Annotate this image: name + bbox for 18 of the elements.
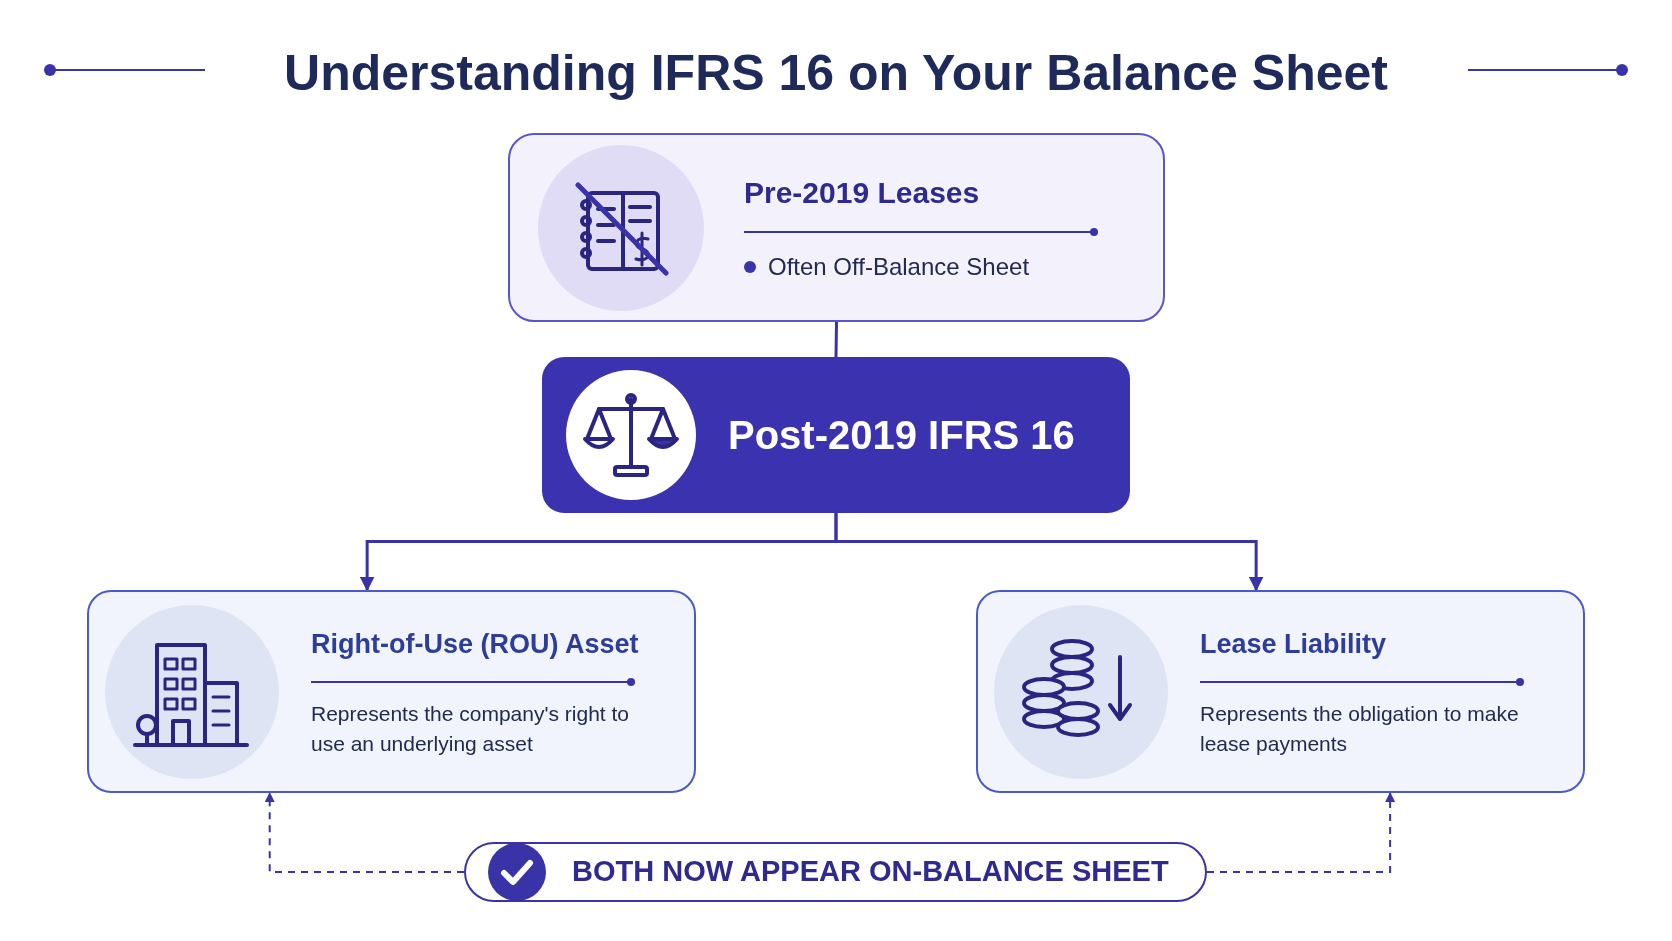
box-heading: Post-2019 IFRS 16 (728, 412, 1075, 459)
box-description: Represents the obligation to make lease payments (1200, 700, 1520, 757)
process-box (87, 590, 696, 793)
box-heading: Pre-2019 Leases (744, 175, 981, 211)
dashed-arrow (264, 792, 465, 873)
callout-pill (464, 842, 1207, 902)
process-box (542, 357, 1130, 513)
diagram-title: Understanding IFRS 16 on Your Balance Sheet (283, 44, 1389, 103)
bullet-text: Often Off-Balance Sheet (768, 252, 1030, 282)
callout-text: BOTH NOW APPEAR ON-BALANCE SHEET (572, 854, 1169, 890)
box-heading: Right-of-Use (ROU) Asset (311, 628, 640, 662)
box-heading: Lease Liability (1200, 628, 1388, 662)
arrow (834, 513, 1264, 592)
connector-line (834, 321, 838, 358)
process-box (508, 133, 1165, 322)
box-description: Represents the company's right to use an underlying asset (311, 700, 630, 757)
process-box (976, 590, 1585, 793)
dashed-arrow (1206, 792, 1396, 873)
